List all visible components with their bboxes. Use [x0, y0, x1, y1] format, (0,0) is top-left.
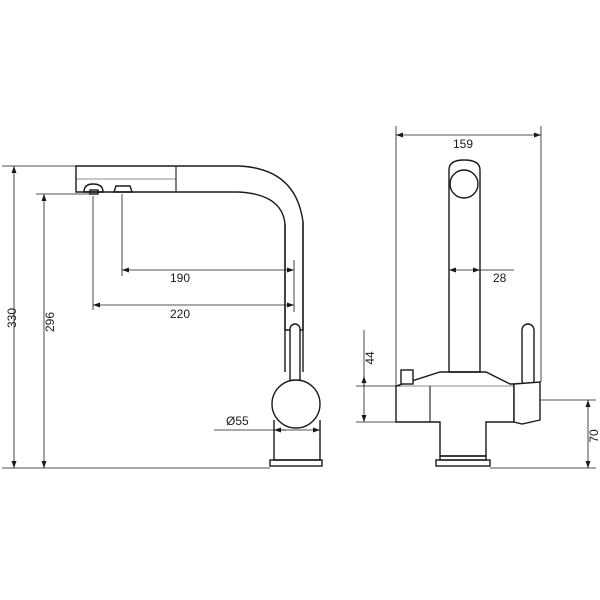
aerator-tip: [89, 189, 99, 195]
front-lever-handle: [521, 323, 535, 387]
side-view-dimensions: 330 296 190 220 Ø55: [2, 165, 321, 469]
body-circle: [271, 379, 321, 429]
dim-label-220: 220: [170, 307, 190, 321]
aerator-nozzle-outer: [83, 183, 104, 193]
front-view: [395, 159, 541, 467]
front-spout-top: [449, 169, 479, 199]
dim-label-70: 70: [587, 429, 600, 443]
dim-label-159: 159: [453, 137, 473, 151]
dim-label-190: 190: [170, 271, 190, 285]
dim-label-28: 28: [493, 271, 507, 285]
front-body: [395, 371, 515, 457]
front-view-dimensions: 159 28 44 70: [356, 126, 600, 469]
dim-label-diameter-55: Ø55: [226, 414, 249, 428]
mounting-plate: [269, 459, 323, 467]
dim-label-330: 330: [5, 308, 19, 328]
front-lever-base: [513, 381, 541, 425]
lever-handle: [289, 323, 301, 385]
front-mounting-plate: [435, 459, 491, 467]
front-left-knob: [400, 369, 414, 385]
dim-label-296: 296: [43, 312, 57, 332]
aerator-nozzle-inner: [113, 185, 133, 193]
dim-label-44: 44: [363, 351, 377, 365]
front-spout-column: [448, 159, 481, 373]
side-view: [75, 165, 323, 467]
